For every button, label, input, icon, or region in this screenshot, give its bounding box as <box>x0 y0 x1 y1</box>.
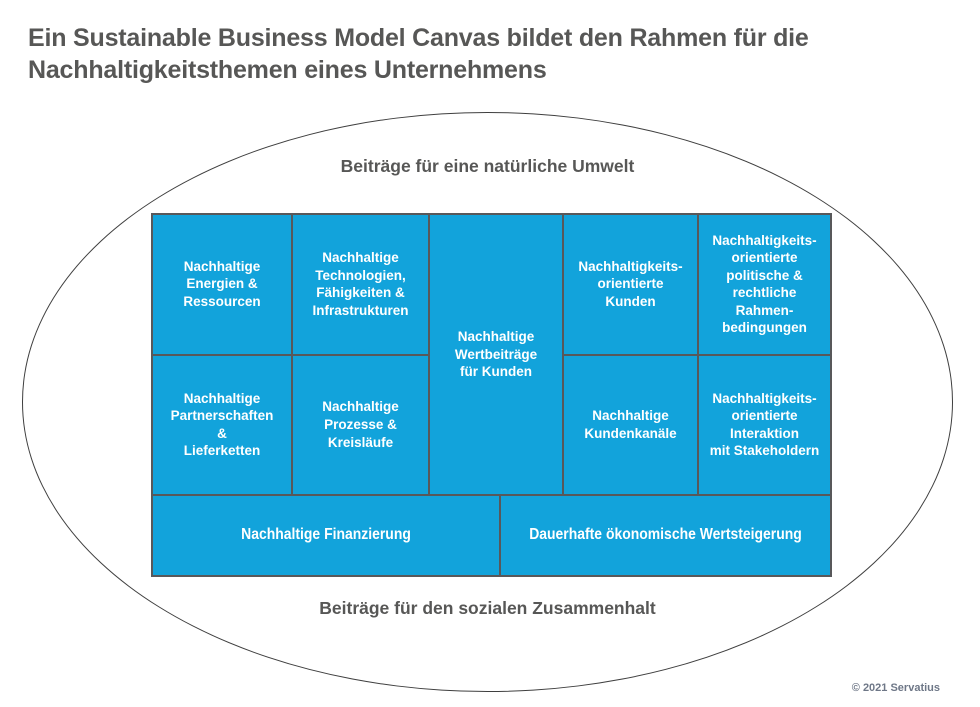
box-label: Nachhaltige Kundenkanäle <box>584 408 677 441</box>
box-sustainable-customer-channels: Nachhaltige Kundenkanäle <box>564 355 697 494</box>
box-sustainable-processes: Nachhaltige Prozesse & Kreisläufe <box>293 355 428 494</box>
canvas-bottom-row: Nachhaltige Finanzierung Dauerhafte ökon… <box>151 494 832 577</box>
box-sustainability-oriented-customers: Nachhaltigkeits- orientierte Kunden <box>564 215 697 354</box>
box-sustainable-value-contributions: Nachhaltige Wertbeiträge für Kunden <box>430 215 562 494</box>
box-sustainable-partnerships: Nachhaltige Partnerschaften & Lieferkett… <box>153 355 291 494</box>
environment-contribution-label: Beiträge für eine natürliche Umwelt <box>340 156 635 176</box>
box-label: Nachhaltige Partnerschaften & Lieferkett… <box>170 390 274 459</box>
social-contribution-label: Beiträge für den sozialen Zusammenhalt <box>319 598 656 618</box>
box-label: Dauerhafte ökonomische Wertsteigerung <box>529 526 802 544</box>
box-sustainable-financing: Nachhaltige Finanzierung <box>153 496 499 575</box>
copyright-notice: © 2021 Servatius <box>851 682 940 694</box>
box-political-legal-framework: Nachhaltigkeits- orientierte politische … <box>699 215 830 354</box>
canvas-grid: Nachhaltige Energien & Ressourcen Nachha… <box>151 213 832 496</box>
page-title: Ein Sustainable Business Model Canvas bi… <box>28 24 809 84</box>
box-economic-value-growth: Dauerhafte ökonomische Wertsteigerung <box>501 496 830 575</box>
box-label: Nachhaltige Wertbeiträge für Kunden <box>454 329 538 380</box>
box-label: Nachhaltigkeits- orientierte Kunden <box>578 258 683 310</box>
box-label: Nachhaltige Energien & Ressourcen <box>183 258 261 310</box>
box-label: Nachhaltige Prozesse & Kreisläufe <box>322 399 399 450</box>
box-label: Nachhaltige Technologien, Fähigkeiten & … <box>312 250 409 318</box>
box-sustainable-technologies: Nachhaltige Technologien, Fähigkeiten & … <box>293 215 428 354</box>
box-label: Nachhaltigkeits- orientierte Interaktion… <box>709 390 820 459</box>
box-sustainable-energies: Nachhaltige Energien & Ressourcen <box>153 215 291 354</box>
box-label: Nachhaltige Finanzierung <box>241 526 411 544</box>
boundary-ellipse <box>22 112 953 692</box>
box-stakeholder-interaction: Nachhaltigkeits- orientierte Interaktion… <box>699 355 830 494</box>
box-label: Nachhaltigkeits- orientierte politische … <box>712 232 817 336</box>
